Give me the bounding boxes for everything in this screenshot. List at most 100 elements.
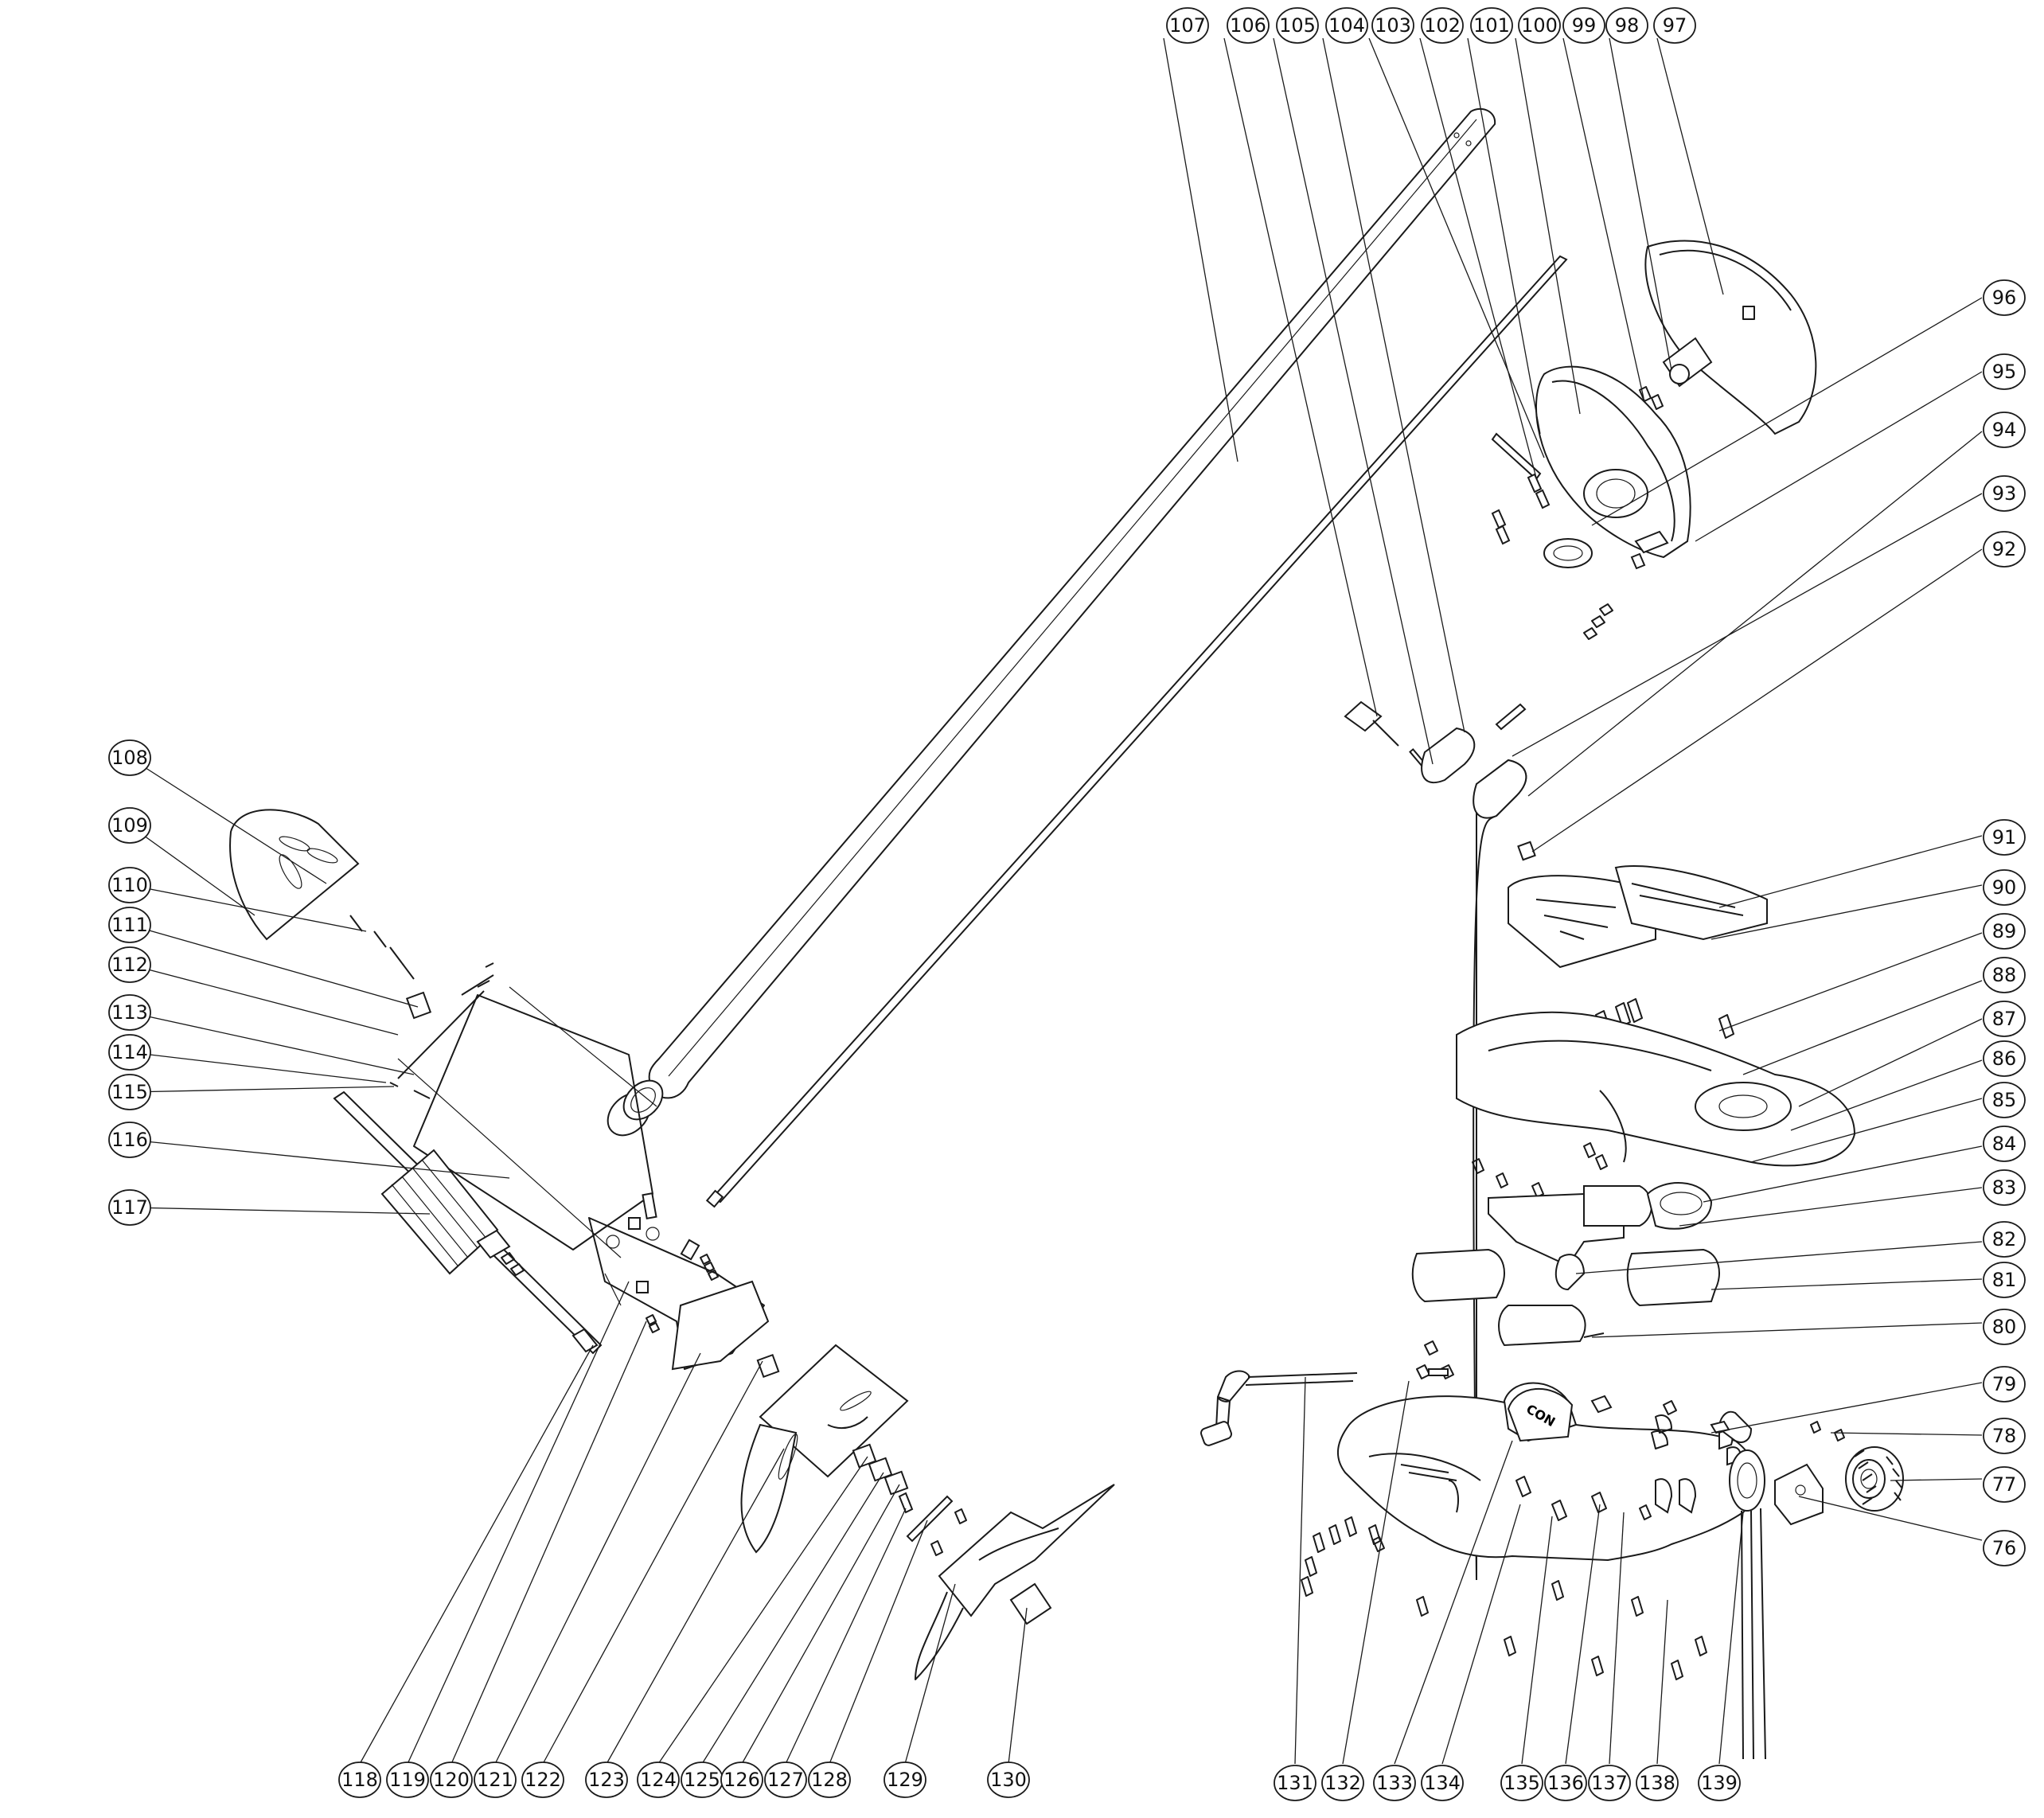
callout-120: 120 [430, 1761, 473, 1798]
callout-circle [1321, 1765, 1364, 1801]
callout-79: 79 [1983, 1366, 2026, 1403]
callout-115: 115 [108, 1074, 151, 1110]
callout-91: 91 [1983, 819, 2026, 856]
callout-circle [1983, 531, 2026, 568]
callout-label: 121 [477, 1769, 513, 1791]
callout-112: 112 [108, 946, 151, 983]
callout-label: 79 [1992, 1373, 2017, 1395]
callout-circle [1983, 1126, 2026, 1162]
callout-circle [1983, 475, 2026, 512]
callout-circle [1276, 7, 1319, 44]
callout-circle [1500, 1765, 1543, 1801]
callout-111: 111 [108, 907, 151, 943]
callout-label: 78 [1992, 1425, 2017, 1447]
callout-label: 99 [1572, 14, 1597, 37]
callout-label: 105 [1279, 14, 1316, 37]
callout-label: 108 [111, 747, 148, 769]
callout-113: 113 [108, 994, 151, 1031]
callout-circle [1983, 1040, 2026, 1077]
callout-circle [1421, 7, 1464, 44]
callout-circle [987, 1761, 1030, 1798]
callout-circle [1983, 957, 2026, 993]
callout-circle [108, 907, 151, 943]
callout-circle [108, 867, 151, 903]
callout-circle [521, 1761, 564, 1798]
callout-circle [1983, 1262, 2026, 1298]
callout-133: 133 [1373, 1765, 1416, 1801]
callout-label: 116 [111, 1129, 148, 1151]
callout-bubbles: 7677787980818283848586878889909192939495… [108, 7, 2026, 1801]
callout-108: 108 [108, 739, 151, 776]
callout-89: 89 [1983, 913, 2026, 950]
callout-82: 82 [1983, 1221, 2026, 1258]
callout-90: 90 [1983, 869, 2026, 906]
callout-label: 134 [1424, 1772, 1461, 1794]
callout-label: 90 [1992, 876, 2017, 899]
callout-circle [585, 1761, 628, 1798]
callout-label: 88 [1992, 964, 2017, 986]
callout-circle [108, 994, 151, 1031]
callout-label: 84 [1992, 1133, 2017, 1155]
callout-label: 106 [1230, 14, 1266, 37]
callout-87: 87 [1983, 1001, 2026, 1037]
callout-circle [1698, 1765, 1741, 1801]
callout-81: 81 [1983, 1262, 2026, 1298]
callout-label: 109 [111, 814, 148, 837]
callout-circle [1470, 7, 1513, 44]
callout-circle [430, 1761, 473, 1798]
callout-circle [1166, 7, 1209, 44]
callout-85: 85 [1983, 1082, 2026, 1118]
callout-circle [338, 1761, 381, 1798]
callout-102: 102 [1421, 7, 1464, 44]
callout-label: 94 [1992, 419, 2017, 441]
callout-circle [1373, 1765, 1416, 1801]
callout-135: 135 [1500, 1765, 1543, 1801]
callout-circle [1983, 1309, 2026, 1345]
callout-circle [764, 1761, 807, 1798]
marked-knob: CON [1507, 1387, 1574, 1442]
callout-88: 88 [1983, 957, 2026, 993]
callout-label: 114 [111, 1041, 148, 1063]
callout-95: 95 [1983, 353, 2026, 390]
callout-124: 124 [637, 1761, 680, 1798]
callout-138: 138 [1636, 1765, 1679, 1801]
callout-label: 135 [1504, 1772, 1540, 1794]
callout-105: 105 [1276, 7, 1319, 44]
callout-circle [637, 1761, 680, 1798]
callout-label: 130 [990, 1769, 1027, 1791]
callout-label: 76 [1992, 1537, 2017, 1559]
motor-housing-cluster [1344, 240, 1817, 1581]
callout-label: 101 [1473, 14, 1510, 37]
callout-122: 122 [521, 1761, 564, 1798]
callout-137: 137 [1588, 1765, 1631, 1801]
callout-circle [1983, 1466, 2026, 1503]
callout-139: 139 [1698, 1765, 1741, 1801]
callout-circle [1544, 1765, 1587, 1801]
callout-83: 83 [1983, 1169, 2026, 1206]
callout-circle [1562, 7, 1605, 44]
callout-132: 132 [1321, 1765, 1364, 1801]
callout-label: 111 [111, 914, 148, 936]
callout-label: 133 [1376, 1772, 1413, 1794]
base-plate [1200, 1340, 1758, 1680]
callout-label: 132 [1324, 1772, 1361, 1794]
callout-circle [474, 1761, 517, 1798]
callout-100: 100 [1518, 7, 1561, 44]
callout-circle [1983, 819, 2026, 856]
callout-label: 113 [111, 1001, 148, 1024]
callout-84: 84 [1983, 1126, 2026, 1162]
callout-103: 103 [1371, 7, 1414, 44]
callout-123: 123 [585, 1761, 628, 1798]
callout-136: 136 [1544, 1765, 1587, 1801]
callout-109: 109 [108, 807, 151, 844]
callout-circle [720, 1761, 763, 1798]
callout-107: 107 [1166, 7, 1209, 44]
callout-label: 97 [1663, 14, 1687, 37]
callout-label: 92 [1992, 538, 2017, 560]
callout-80: 80 [1983, 1309, 2026, 1345]
callout-label: 137 [1591, 1772, 1628, 1794]
callout-circle [808, 1761, 851, 1798]
part-drawings: CON [229, 107, 1904, 1760]
callout-label: 139 [1701, 1772, 1738, 1794]
